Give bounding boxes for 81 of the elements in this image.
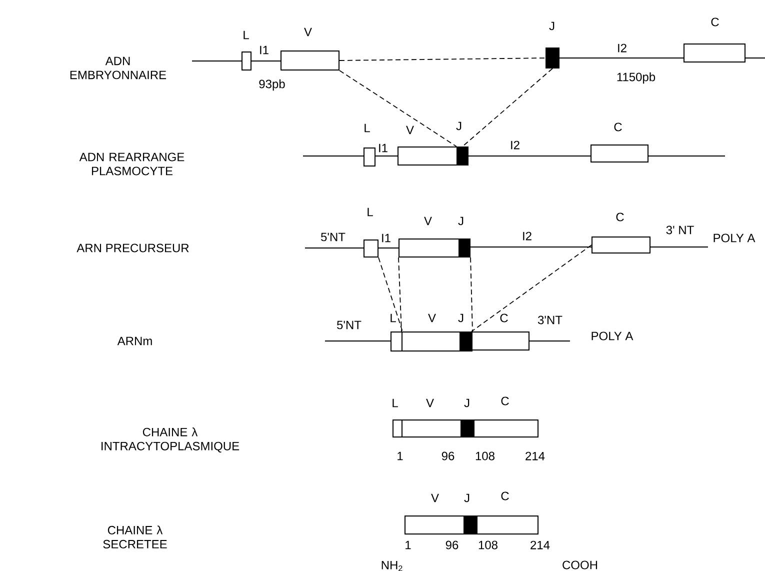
gene-segment: C [476,492,538,534]
end-label: 3' NT [666,226,694,234]
position-number: 108 [478,540,498,550]
node-label: L [364,124,370,132]
gene-segment: V [402,398,462,438]
splice-line [339,58,546,61]
end-label: POLY A [592,332,634,340]
node-label: V [428,314,436,322]
gene-segment: C [474,396,538,438]
gene-segment: V [280,28,340,70]
node-label: C [500,314,508,322]
terminus-label: NH$_{2}$ [382,560,402,571]
row-title: CHAINE λ SECRETEE [103,526,167,548]
splice-line [398,257,402,332]
length-label: 93pb [259,79,285,91]
gene-segment: L [242,30,252,70]
node-label: C [616,212,624,222]
gene-segment: C [472,314,530,350]
gene-segment: J [546,22,560,68]
row-title: ADN EMBRYONNAIRE [70,56,166,80]
node-label: V [431,494,439,502]
splice-line [378,257,403,332]
position-number: 214 [530,540,550,550]
gene-segment: J [464,494,478,534]
end-label: 5'NT [321,232,346,242]
node-label: C [501,492,509,500]
splice-line [339,70,457,147]
node-label: V [406,126,414,134]
gene-segment: C [592,212,650,254]
gene-segment: L [392,398,402,438]
row-title: ARN PRECURSEUR [76,244,189,252]
node-label: J [458,314,464,322]
length-label: 1150pb [617,72,656,84]
gene-segment: J [458,314,472,352]
segment-label: I1 [382,234,390,242]
gene-segment: C [684,18,746,62]
segment-label: I1 [260,46,268,54]
node-label: V [426,398,434,408]
gene-segment: J [458,216,470,258]
node-label: L [390,314,396,322]
gene-segment: V [398,126,458,166]
position-number: 96 [442,452,454,460]
node-label: C [711,18,719,26]
gene-segment: L [364,124,376,166]
position-number: 96 [446,540,458,550]
position-number: 108 [476,452,494,460]
end-label: 5'NT [337,320,362,330]
node-label: L [368,208,373,216]
node-label: J [464,398,470,408]
splice-line [470,257,473,332]
position-number: 214 [526,452,545,460]
node-label: J [549,22,554,30]
end-label: POLY A [714,234,756,242]
node-label: J [464,494,470,502]
gene-segment: J [456,122,468,166]
gene-segment: L [390,314,402,352]
end-label: 3'NT [538,316,562,324]
segment-label: I2 [523,232,532,240]
gene-segment: J [460,398,474,438]
node-label: C [501,396,509,406]
segment-label: I2 [511,140,520,150]
gene-segment: V [398,216,460,258]
node-label: V [304,28,312,36]
gene-segment: C [590,122,648,162]
gene-segment: L [364,208,378,258]
row-title: ADN REARRANGE PLASMOCYTE [79,152,184,176]
node-label: L [392,398,398,408]
row-title: CHAINE λ INTRACYTOPLASMIQUE [102,428,240,452]
node-label: V [424,216,432,226]
position-number: 1 [398,452,403,460]
splice-line [471,244,592,332]
gene-segment: V [404,494,464,534]
segment-label: I1 [379,144,388,152]
node-label: J [456,122,462,130]
node-label: C [614,122,622,132]
row-title: ARNm [117,336,152,346]
node-label: L [244,30,249,40]
splice-line [462,68,553,147]
node-label: J [458,216,464,226]
segment-label: I2 [618,44,626,52]
terminus-label: COOH [562,560,598,570]
